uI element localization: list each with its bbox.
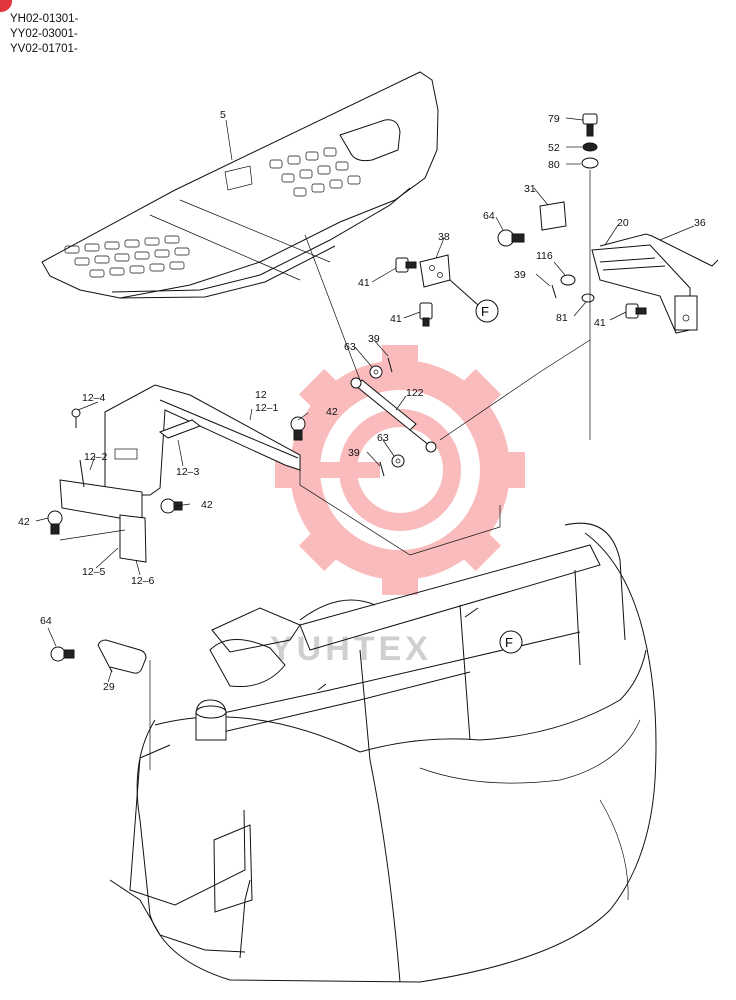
serial-range: YH02-01301-	[10, 13, 79, 25]
bolt-42	[160, 498, 183, 514]
stay-frame-12	[59, 384, 301, 563]
callout-12-6: 12–6	[131, 575, 155, 587]
callout-42: 42	[201, 499, 213, 511]
callout-12-2: 12–2	[84, 451, 108, 463]
washer-81	[581, 293, 595, 303]
reference-marker-f	[475, 299, 499, 323]
callout-12: 12	[255, 389, 267, 401]
reference-marker-f	[499, 630, 523, 654]
callout-38: 38	[438, 231, 450, 243]
callout-79: 79	[548, 113, 560, 125]
callout-20: 20	[617, 217, 629, 229]
callout-36: 36	[694, 217, 706, 229]
watermark-text: YUHTEX	[270, 630, 432, 668]
handle-29	[97, 639, 147, 674]
bolt-64	[497, 229, 525, 247]
washer-52	[582, 142, 598, 152]
callout-12-3: 12–3	[176, 466, 200, 478]
callout-labels: 5 79 52 80 31 20 36 64 116 39 81 41 38 4…	[18, 109, 706, 693]
pin-39	[551, 284, 557, 299]
bolt-64	[50, 646, 75, 662]
callout-12-5: 12–5	[82, 566, 106, 578]
callout-29: 29	[103, 681, 115, 693]
callout-41: 41	[390, 313, 402, 325]
serial-range-block: YH02-01301- YY02-03001- YV02-01701-	[10, 12, 78, 57]
callout-81: 81	[556, 312, 568, 324]
callout-64: 64	[483, 210, 495, 222]
callout-122: 122	[406, 387, 424, 399]
hinge-38	[419, 254, 479, 306]
leader-line	[299, 470, 501, 556]
washer-80	[581, 157, 599, 169]
stay-bracket-20	[591, 244, 698, 334]
screw-12-4	[71, 408, 81, 428]
serial-range: YV02-01701-	[10, 43, 78, 55]
callout-42: 42	[326, 406, 338, 418]
callout-31: 31	[524, 183, 536, 195]
callout-41: 41	[358, 277, 370, 289]
machine-rear-body	[109, 522, 657, 983]
leader-line	[59, 529, 126, 541]
washer-63	[391, 454, 405, 468]
plate-31	[539, 201, 567, 231]
callout-52: 52	[548, 142, 560, 154]
callout-39: 39	[368, 333, 380, 345]
bolt-41	[419, 302, 433, 327]
bolt-42	[47, 510, 63, 535]
callout-64: 64	[40, 615, 52, 627]
callout-63: 63	[344, 341, 356, 353]
pin-39	[379, 461, 385, 477]
bolt-42	[290, 416, 306, 441]
reference-f-label: F	[505, 635, 513, 650]
callout-39: 39	[514, 269, 526, 281]
watermark-gear	[275, 345, 525, 595]
gas-spring-122	[350, 377, 437, 453]
callout-63: 63	[377, 432, 389, 444]
bolt-79	[582, 113, 598, 137]
callout-80: 80	[548, 159, 560, 171]
callout-42: 42	[18, 516, 30, 528]
callout-39: 39	[348, 447, 360, 459]
serial-range: YY02-03001-	[10, 28, 78, 40]
reference-f-label: F	[481, 304, 489, 319]
bolt-41	[395, 257, 417, 273]
leader-line	[304, 234, 591, 441]
callout-leaders	[35, 117, 695, 683]
rod-36	[599, 233, 719, 267]
washer-63	[369, 365, 383, 379]
callout-12-1: 12–1	[255, 402, 279, 414]
bolt-41	[625, 303, 647, 319]
pin-39	[387, 357, 393, 373]
callout-12-4: 12–4	[82, 392, 106, 404]
callout-116: 116	[536, 250, 553, 262]
callout-41: 41	[594, 317, 606, 329]
washer-116	[560, 274, 576, 286]
engine-cover-panel	[41, 71, 439, 299]
callout-5: 5	[220, 109, 226, 121]
